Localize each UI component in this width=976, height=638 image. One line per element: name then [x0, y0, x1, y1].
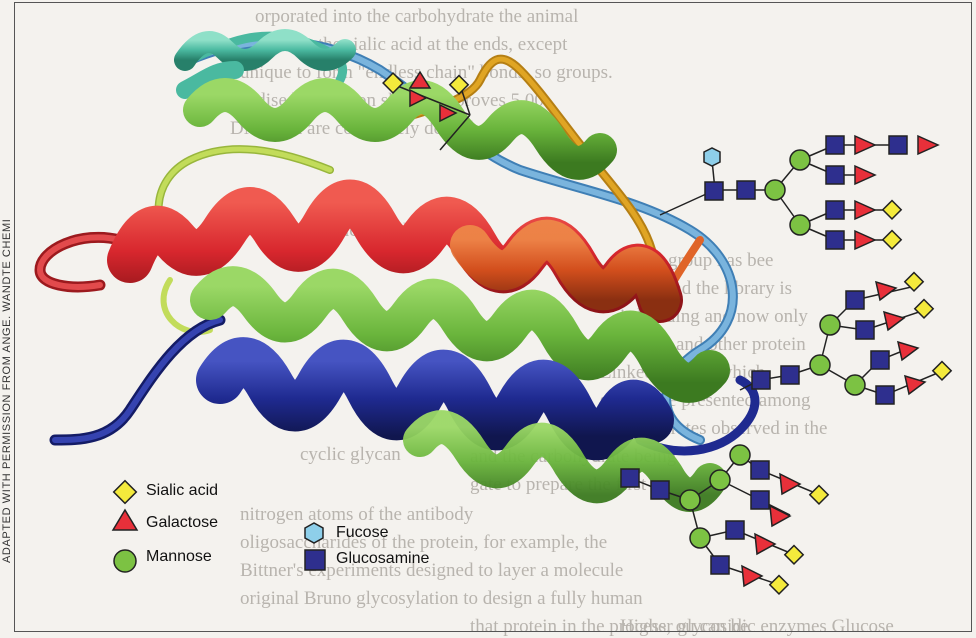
figure-border [14, 2, 972, 632]
side-credit: ADAPTED WITH PERMISSION FROM ANGE. WANDT… [1, 73, 13, 563]
